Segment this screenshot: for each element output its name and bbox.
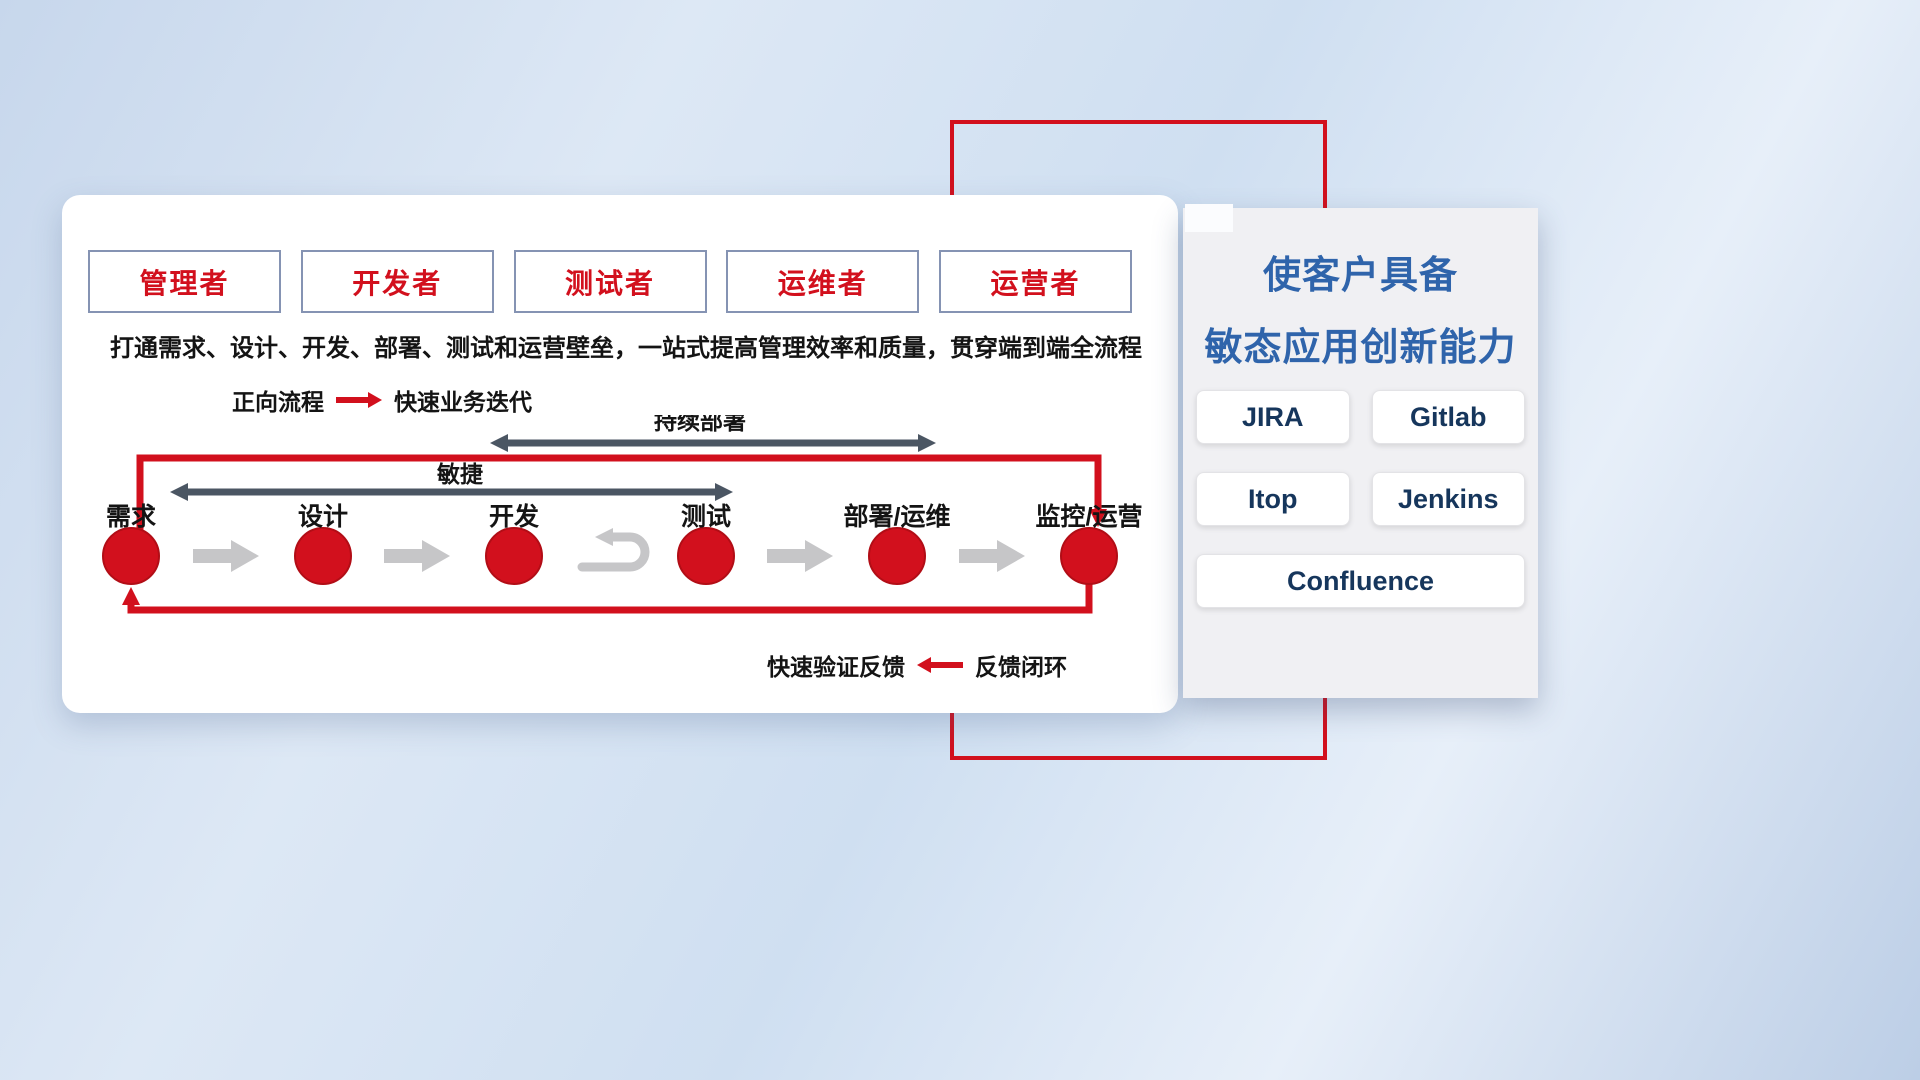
tool-box: Jenkins	[1371, 472, 1525, 526]
tool-box: Confluence	[1196, 554, 1525, 608]
tool-box: Gitlab	[1371, 390, 1525, 444]
role-box: 运维者	[726, 250, 920, 313]
down-arrowhead-icon	[1089, 509, 1107, 527]
description-text: 打通需求、设计、开发、部署、测试和运营壁垒，一站式提高管理效率和质量，贯穿端到端…	[110, 335, 1142, 362]
role-label: 管理者	[139, 267, 230, 299]
capability-panel: 使客户具备 敏态应用创新能力 JIRA Gitlab Itop Jenkins …	[1183, 208, 1538, 698]
feedback-legend-label: 快速验证反馈	[767, 654, 905, 680]
corner-decoration	[1185, 204, 1233, 232]
tool-label: Gitlab	[1409, 401, 1487, 432]
role-box: 运营者	[939, 250, 1132, 313]
stage-circle	[1060, 527, 1118, 585]
role-label: 测试者	[564, 267, 655, 299]
right-arrowhead-icon	[715, 483, 733, 501]
feedback-cycle-line	[127, 580, 1093, 614]
forward-cycle-line	[136, 454, 1102, 533]
right-arrow-icon	[336, 392, 382, 408]
tool-label: Itop	[1248, 483, 1298, 514]
stage-label: 监控/运营	[1036, 503, 1143, 531]
feedback-legend: 快速验证反馈 反馈闭环	[767, 650, 1067, 680]
tools-grid: JIRA Gitlab Itop Jenkins Confluence	[1196, 390, 1525, 608]
stage-label: 测试	[681, 503, 731, 531]
forward-legend-label: 正向流程	[232, 389, 324, 415]
stage-arrow-icon	[767, 540, 833, 572]
left-arrowhead-icon	[490, 434, 508, 452]
cd-label: 持续部署	[654, 415, 746, 434]
tool-box: JIRA	[1196, 390, 1350, 444]
stage-label: 需求	[106, 503, 156, 531]
tool-label: Confluence	[1286, 565, 1434, 596]
capability-title-line2: 敏态应用创新能力	[1204, 327, 1517, 369]
stage-arrow-icon	[384, 540, 450, 572]
role-box: 管理者	[88, 250, 281, 313]
agile-label: 敏捷	[436, 461, 484, 487]
stage-circle	[677, 527, 735, 585]
stage-label: 开发	[489, 502, 539, 531]
role-box: 测试者	[513, 250, 707, 313]
left-arrow-icon	[917, 657, 963, 673]
stage-circle	[294, 527, 352, 585]
stage-label: 部署/运维	[844, 502, 951, 531]
stage-circle	[102, 527, 160, 585]
capability-title-line1: 使客户具备	[1262, 255, 1458, 297]
stage-label: 设计	[298, 503, 348, 531]
roles-row: 管理者 开发者 测试者 运维者 运营者	[62, 250, 1178, 313]
tool-label: JIRA	[1241, 401, 1304, 432]
loop-arrowhead-icon	[595, 528, 613, 546]
flow-diagram: 持续部署 敏捷 需求 设计 开发 测试 部署/运维 监控/运营	[102, 415, 1143, 614]
tool-label: Jenkins	[1397, 483, 1499, 514]
stage-arrow-icon	[959, 540, 1025, 572]
stage-circle	[868, 527, 926, 585]
stage-circle	[485, 527, 543, 585]
iteration-loop-icon	[577, 532, 650, 572]
forward-legend-value: 快速业务迭代	[394, 389, 532, 415]
tool-box: Itop	[1196, 472, 1350, 526]
role-label: 运维者	[777, 267, 868, 299]
feedback-legend-value: 反馈闭环	[975, 654, 1067, 680]
up-arrowhead-icon	[122, 587, 140, 605]
role-label: 运营者	[990, 267, 1081, 299]
devops-panel: 管理者 开发者 测试者 运维者 运营者 打通需求、设计、开发、部署、测试和运营壁…	[62, 195, 1178, 713]
role-box: 开发者	[300, 250, 494, 313]
role-label: 开发者	[352, 267, 443, 299]
right-arrowhead-icon	[918, 434, 936, 452]
left-arrowhead-icon	[170, 483, 188, 501]
forward-legend: 正向流程 快速业务迭代	[232, 385, 532, 415]
stage-arrow-icon	[193, 540, 259, 572]
